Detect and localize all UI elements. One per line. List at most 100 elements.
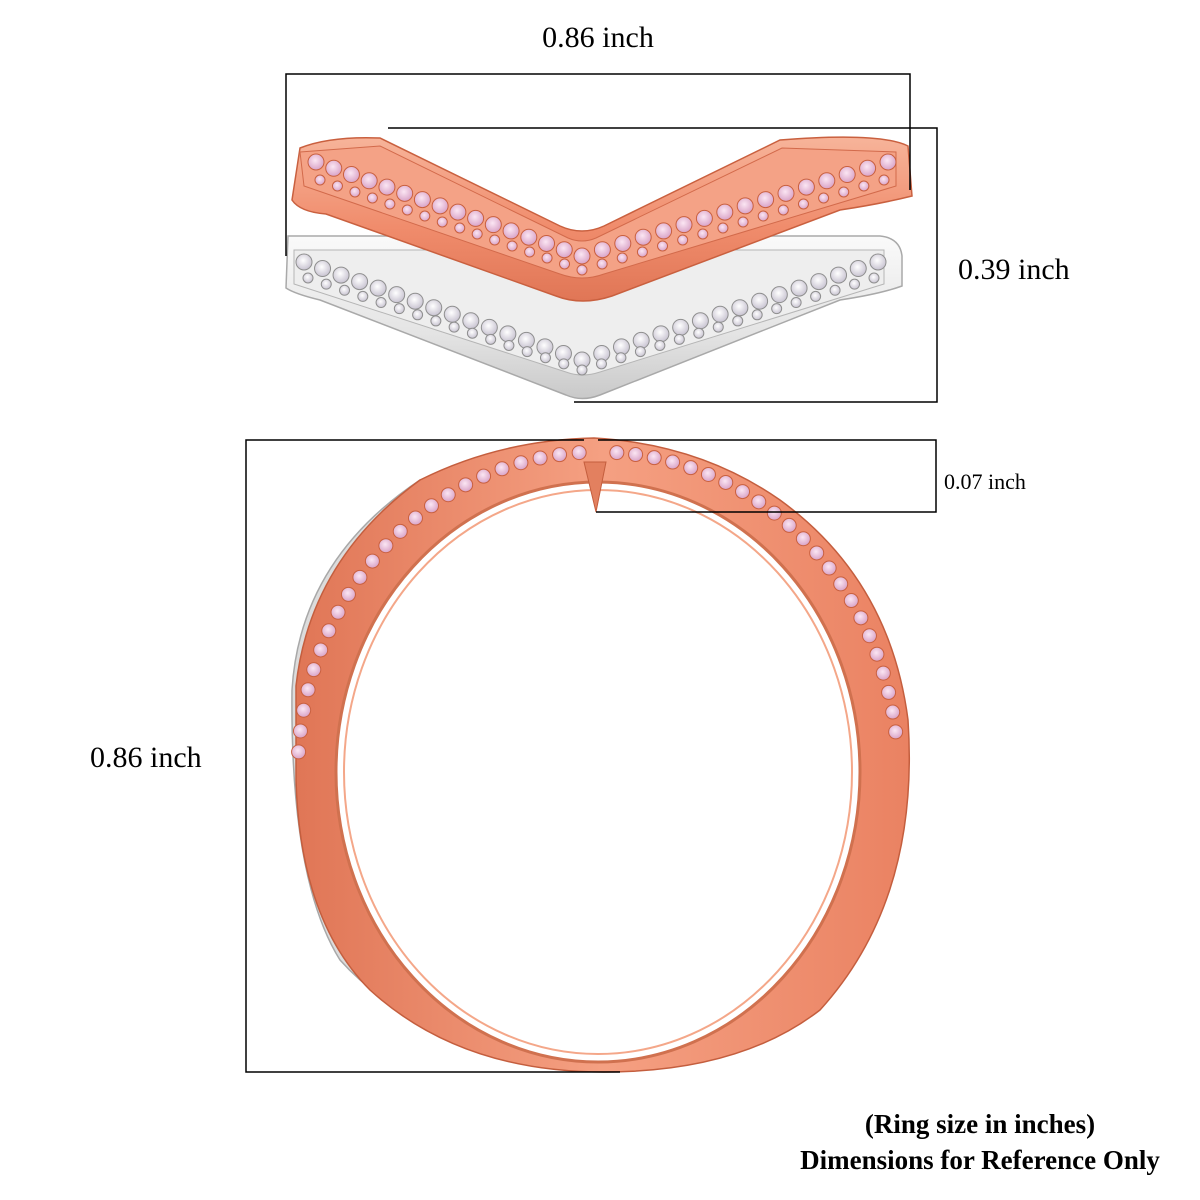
gemstone	[513, 455, 529, 471]
gemstone	[419, 210, 431, 222]
gemstone	[700, 466, 716, 482]
gemstone	[632, 331, 650, 349]
gemstone	[770, 286, 788, 304]
gemstone	[596, 258, 608, 270]
gemstone	[665, 454, 681, 470]
gemstone	[636, 246, 648, 258]
gemstone	[454, 222, 466, 234]
gemstone	[313, 642, 329, 658]
side-view-stones	[291, 445, 904, 760]
gemstone	[466, 327, 478, 339]
gemstone	[340, 586, 356, 602]
gemstone	[614, 234, 632, 252]
gemstone	[818, 192, 830, 204]
gemstone	[616, 252, 628, 264]
gemstone	[292, 723, 308, 739]
gemstone	[555, 241, 573, 259]
gemstone	[818, 172, 836, 190]
gemstone	[462, 312, 480, 330]
gemstone	[378, 538, 394, 554]
gemstone	[771, 303, 783, 315]
gemstone	[849, 260, 867, 278]
gemstone	[314, 260, 332, 278]
reference-disclaimer: Dimensions for Reference Only	[800, 1145, 1160, 1175]
gemstone	[809, 545, 825, 561]
gemstone	[711, 305, 729, 323]
gemstone	[425, 299, 443, 317]
gemstone	[695, 209, 713, 227]
gemstone	[388, 286, 406, 304]
gemstone	[655, 222, 673, 240]
gemstone	[868, 272, 880, 284]
gemstone	[751, 309, 763, 321]
gemstone	[576, 264, 588, 276]
gemstone	[332, 266, 350, 284]
gemstone	[485, 333, 497, 345]
gemstone	[320, 278, 332, 290]
gemstone	[838, 166, 856, 184]
ring-side-view	[291, 437, 911, 1073]
gemstone	[541, 252, 553, 264]
gemstone	[378, 178, 396, 196]
gemstone	[471, 228, 483, 240]
gemstone	[443, 305, 461, 323]
gemstone	[352, 569, 368, 585]
gemstone	[693, 327, 705, 339]
gemstone	[489, 234, 501, 246]
gemstone	[499, 325, 517, 343]
gemstone	[476, 468, 492, 484]
gemstone	[467, 209, 485, 227]
gemstone	[407, 510, 423, 526]
ring-height-label: 0.86 inch	[90, 741, 202, 774]
gemstone	[737, 216, 749, 228]
gemstone	[652, 325, 670, 343]
top-height-label: 0.39 inch	[958, 253, 1070, 286]
gemstone	[810, 273, 828, 291]
gemstone	[810, 290, 822, 302]
gemstone	[875, 665, 891, 681]
dimension-lines	[245, 73, 938, 1073]
gemstone	[797, 178, 815, 196]
gemstone	[330, 604, 346, 620]
top-width-bracket	[285, 73, 911, 256]
gemstone	[829, 284, 841, 296]
top-height-bracket	[388, 127, 938, 403]
gemstone	[777, 204, 789, 216]
gemstone	[654, 339, 666, 351]
gemstone	[321, 623, 337, 639]
gemstone	[830, 266, 848, 284]
gemstone	[325, 159, 343, 177]
gemstone	[672, 318, 690, 336]
band-thickness-label: 0.07 inch	[944, 469, 1026, 494]
ring-peak-crease	[583, 461, 607, 513]
gemstone	[413, 191, 431, 209]
gemstone	[861, 628, 877, 644]
gemstone	[366, 192, 378, 204]
gemstone	[449, 203, 467, 221]
gemstone	[735, 484, 751, 500]
gemstone	[401, 204, 413, 216]
gemstone	[869, 253, 887, 271]
gemstone	[757, 191, 775, 209]
gemstone	[503, 339, 515, 351]
gemstone	[396, 184, 414, 202]
gemstone	[295, 253, 313, 271]
gemstone	[494, 461, 510, 477]
gemstone	[869, 646, 885, 662]
gemstone	[838, 186, 850, 198]
gemstone	[673, 333, 685, 345]
gemstone	[440, 487, 456, 503]
gemstone	[539, 352, 551, 364]
gemstone	[412, 309, 424, 321]
silver-band-channel	[293, 249, 885, 376]
gemstone	[384, 198, 396, 210]
ring-inner-opening	[334, 480, 862, 1064]
gemstone	[532, 450, 548, 466]
gemstone	[757, 210, 769, 222]
gemstone	[634, 228, 652, 246]
gemstone	[697, 228, 709, 240]
gemstone	[732, 315, 744, 327]
gemstone	[878, 174, 890, 186]
gemstone	[691, 312, 709, 330]
gemstone	[858, 180, 870, 192]
